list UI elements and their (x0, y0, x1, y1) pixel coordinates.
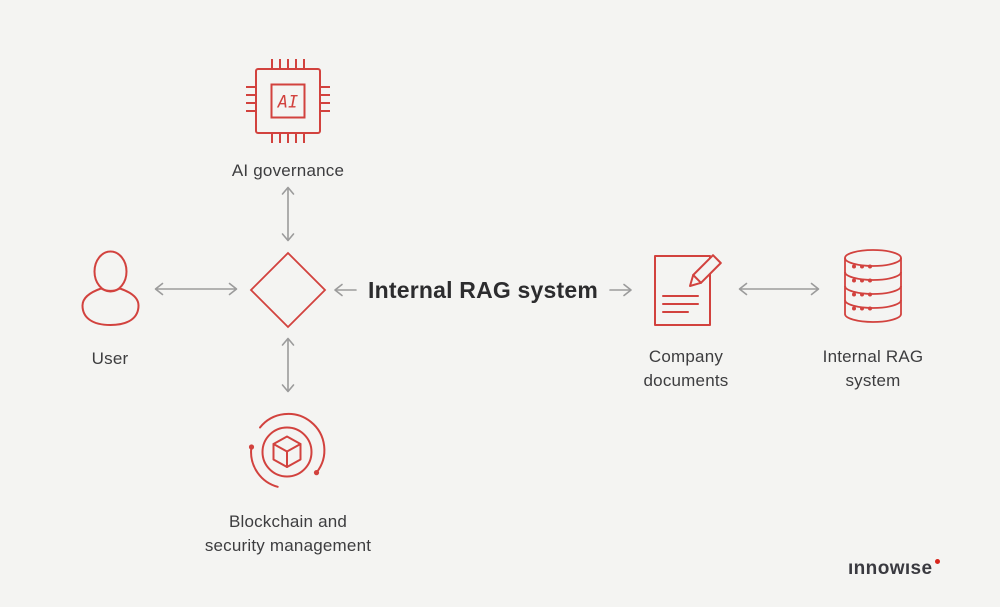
arrow-user-hub (154, 282, 238, 296)
label-user: User (91, 349, 129, 368)
innowise-logo: ınnowıse (848, 558, 940, 580)
label-ai-governance: AI governance (231, 161, 345, 180)
diagram-title: Internal RAG system (368, 276, 599, 303)
label-line: Internal RAG (822, 347, 924, 366)
blockchain-cube-icon (248, 412, 326, 488)
ai-chip-icon: AI (246, 59, 330, 143)
label-blockchain-security: Blockchain and security management (187, 510, 389, 558)
logo-text: ınnowıse (848, 558, 933, 579)
label-line: security management (204, 536, 372, 555)
arrow-documents-database (738, 282, 820, 296)
arrow-right-icon (609, 283, 632, 297)
label-line: Blockchain and (228, 512, 348, 531)
logo-dot-icon (934, 559, 940, 564)
heading-row: Internal RAG system (332, 272, 634, 308)
arrow-left-icon (334, 283, 357, 297)
arrow-hub-blockchain (281, 337, 295, 393)
arrow-ai-hub (281, 186, 295, 242)
document-pencil-icon (654, 254, 722, 326)
label-internal-rag-database: Internal RAG system (803, 345, 943, 393)
label-line: documents (643, 371, 729, 390)
label-line: Company (648, 347, 724, 366)
label-line: system (845, 371, 901, 390)
chip-ai-glyph: AI (277, 93, 298, 113)
label-company-documents: Company documents (626, 345, 746, 393)
decision-diamond (249, 251, 327, 329)
database-icon (844, 249, 902, 323)
user-icon (81, 250, 140, 326)
